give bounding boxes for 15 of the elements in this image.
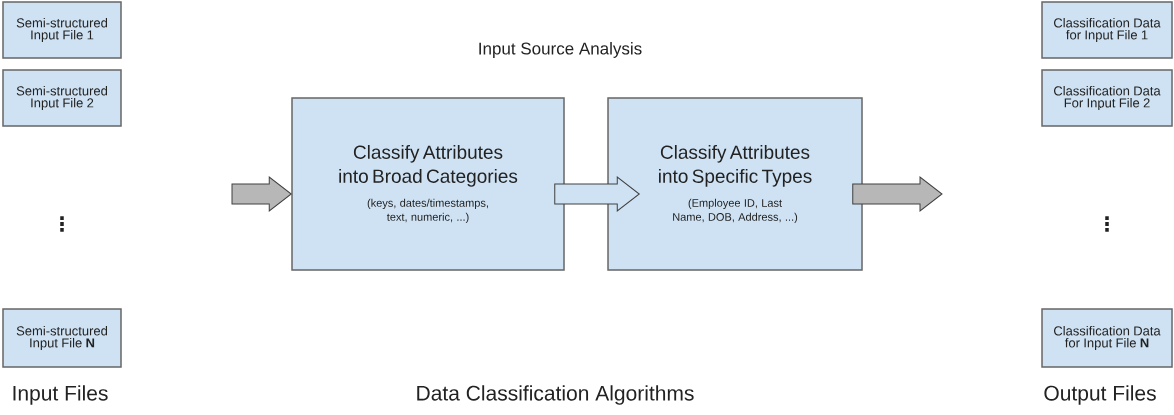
process-box: Classification Data for Input File N <box>1041 308 1173 368</box>
process-box: Semi-structured Input File 1 <box>2 1 122 59</box>
column-label: Data Classification Algorithms <box>417 385 694 405</box>
heading: Input Source Analysis <box>479 42 642 58</box>
block-arrow <box>852 176 943 212</box>
block-arrow <box>231 176 292 212</box>
ellipsis-mark: ⋮ <box>1105 216 1109 232</box>
process-box: Classification Data For Input File 2 <box>1041 69 1173 127</box>
process-box: Semi-structured Input File N <box>2 308 122 368</box>
ellipsis-mark: ⋮ <box>60 216 64 232</box>
process-box: Classification Data for Input File 1 <box>1041 1 1173 59</box>
process-box: Classify Attributes into Specific Types (Employee ID, Last Name, DOB, Address, ...) <box>607 97 863 271</box>
block-arrow <box>554 176 640 212</box>
process-box: Classify Attributes into Broad Categories (keys, dates/timestamps, text, numeric, ...) <box>291 97 565 271</box>
process-box: Semi-structured Input File 2 <box>2 69 122 127</box>
